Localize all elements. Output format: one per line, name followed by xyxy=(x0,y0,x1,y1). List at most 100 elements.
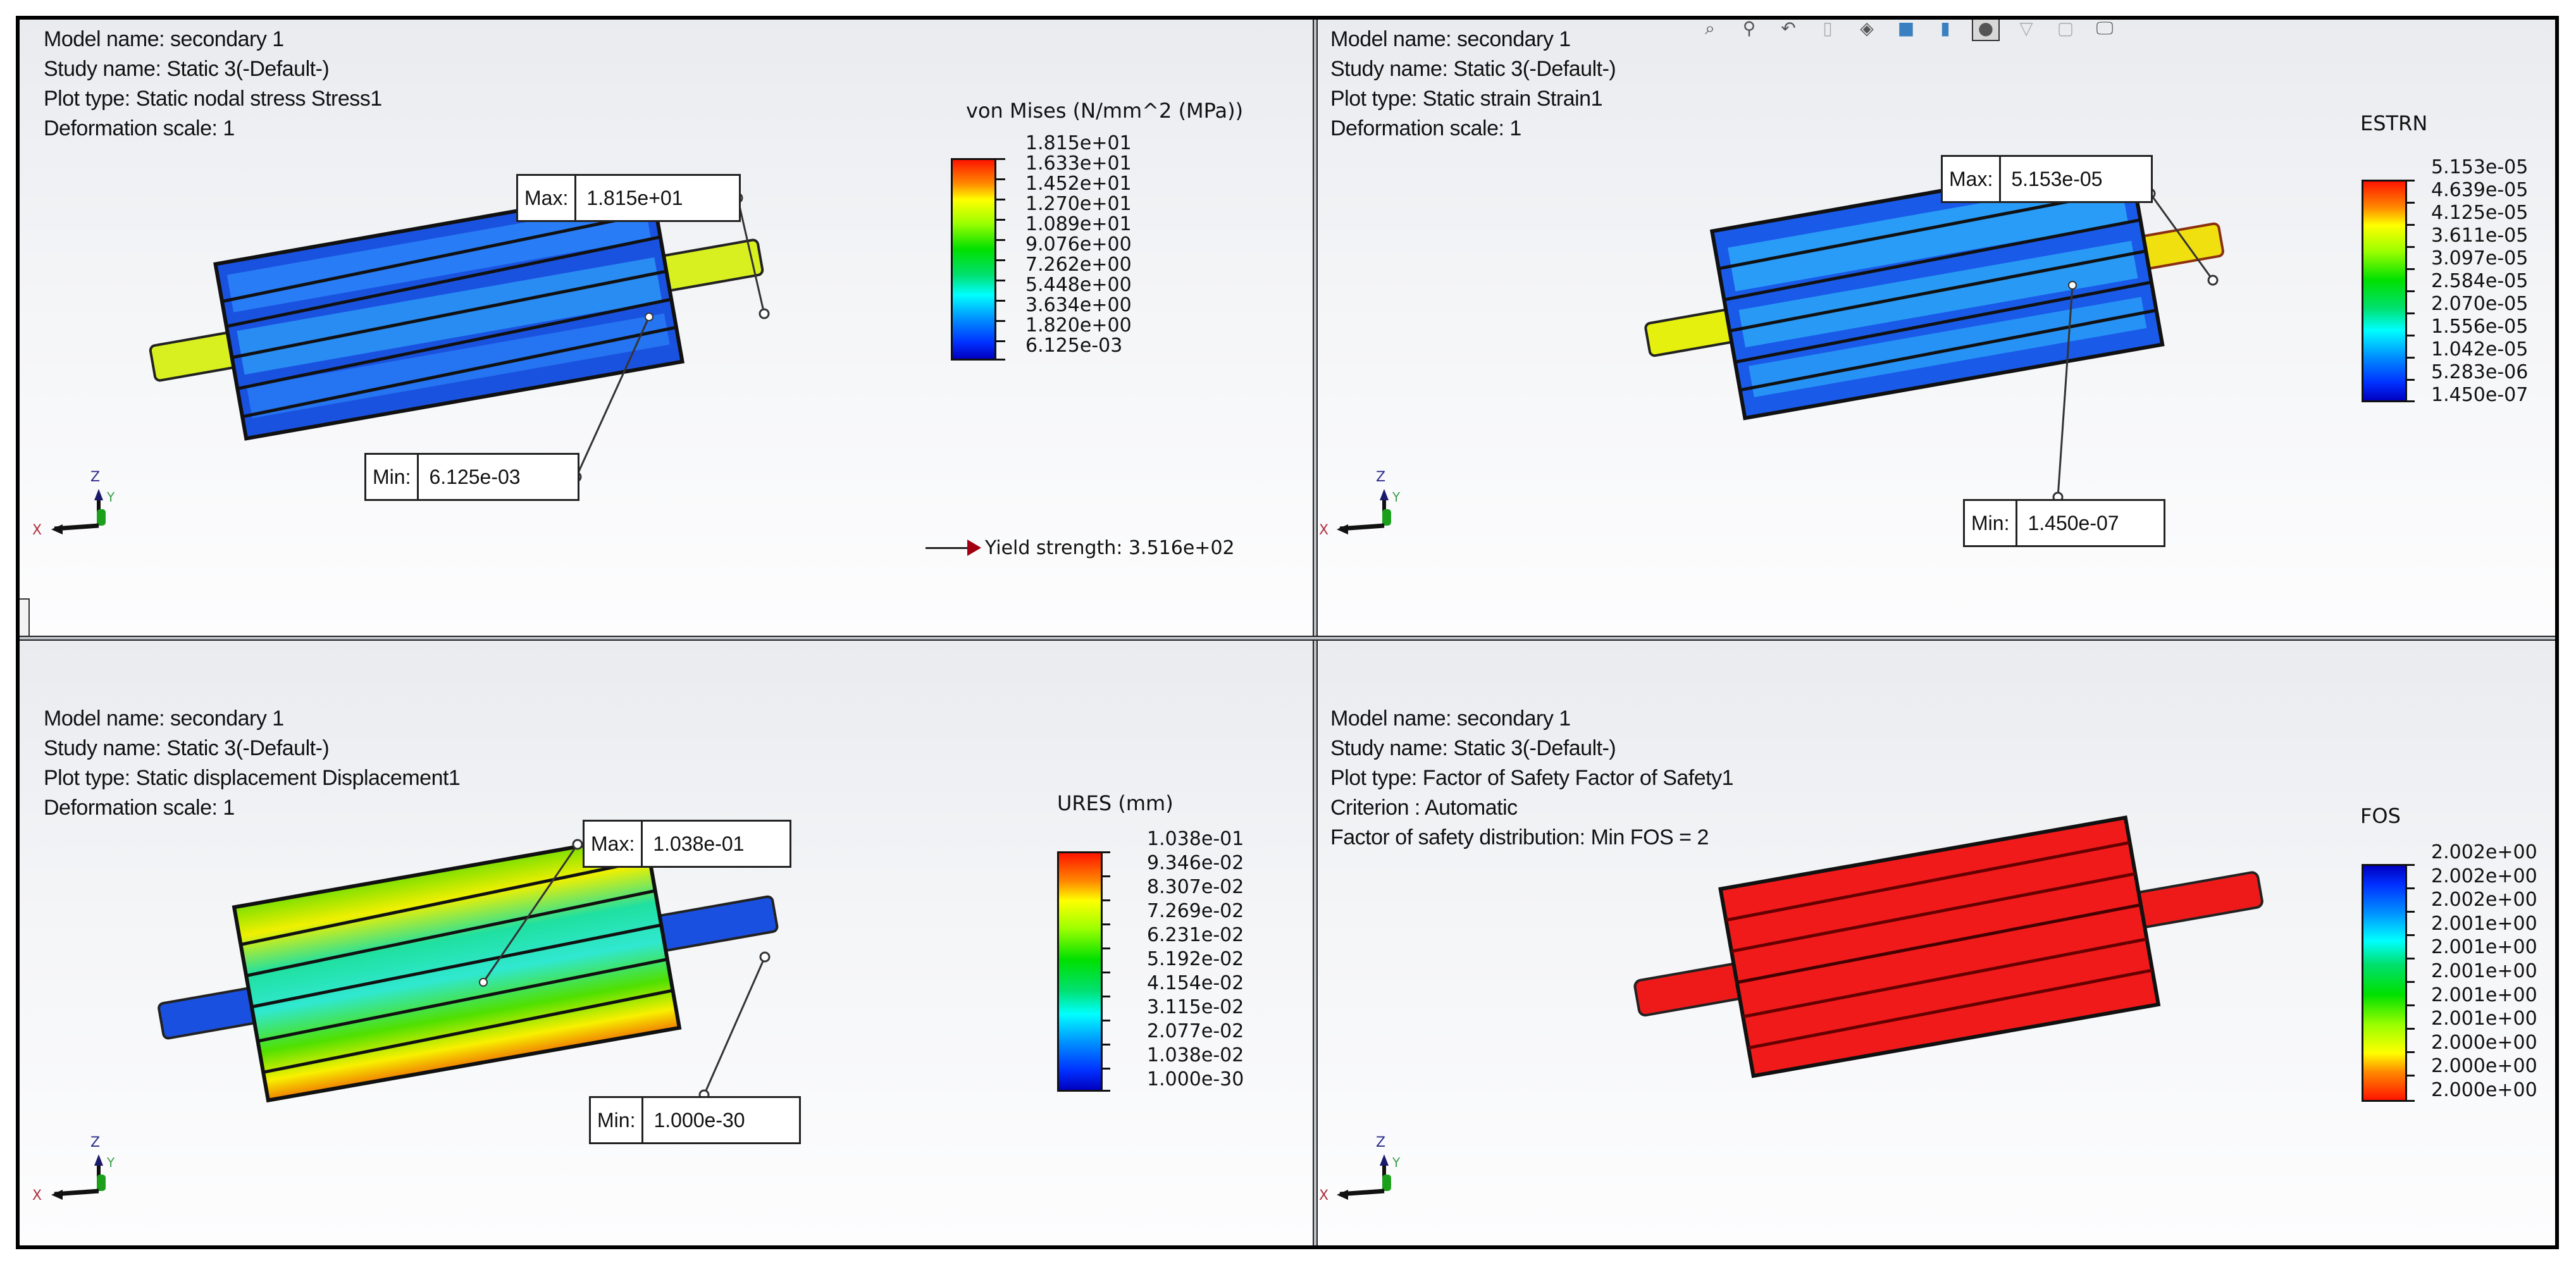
fos-model-render xyxy=(1633,815,2263,1078)
colorbar-ticks xyxy=(996,158,1005,361)
legend-title: URES (mm) xyxy=(1057,791,1173,815)
min-callout[interactable]: Min: 6.125e-03 xyxy=(364,453,579,501)
study-name: Study name: Static 3(-Default-) xyxy=(1330,57,1616,81)
model-name: Model name: secondary 1 xyxy=(1330,707,1571,731)
svg-text:X: X xyxy=(1319,1188,1328,1204)
viewport-stress[interactable]: Model name: secondary 1 Study name: Stat… xyxy=(20,20,1313,636)
legend-label: 1.815e+01 xyxy=(1025,132,1132,154)
viewport-displacement[interactable]: Model name: secondary 1 Study name: Stat… xyxy=(20,641,1313,1245)
legend-label: 2.001e+00 xyxy=(2431,960,2537,982)
colorbar xyxy=(2362,180,2407,402)
axis-triad-icon: Z Y X xyxy=(1319,469,1401,538)
model-name: Model name: secondary 1 xyxy=(44,707,284,731)
viewport-factor-of-safety[interactable]: Model name: secondary 1 Study name: Stat… xyxy=(1318,641,2555,1245)
max-value: 5.153e-05 xyxy=(2011,167,2103,190)
fos-distribution: Factor of safety distribution: Min FOS =… xyxy=(1330,825,1709,849)
plot-type: Plot type: Static nodal stress Stress1 xyxy=(44,87,382,111)
axis-triad[interactable]: Z Y X xyxy=(1318,456,1401,538)
previous-view-icon[interactable]: ↶ xyxy=(1781,20,1796,39)
legend-label: 6.231e-02 xyxy=(1147,924,1244,946)
scene-icon[interactable]: ▽ xyxy=(2019,20,2033,39)
strain-model-render xyxy=(1644,155,2224,503)
legend-label: 2.001e+00 xyxy=(2431,984,2537,1006)
legend-label: 2.001e+00 xyxy=(2431,912,2537,935)
legend-label: 9.346e-02 xyxy=(1147,852,1244,874)
study-name: Study name: Static 3(-Default-) xyxy=(44,57,330,81)
min-value: 1.450e-07 xyxy=(2028,511,2119,534)
legend-label: 9.076e+00 xyxy=(1025,233,1132,256)
view-orientation-icon[interactable]: ◈ xyxy=(1860,20,1874,39)
axis-triad[interactable]: Z Y X xyxy=(26,1121,115,1204)
model-name: Model name: secondary 1 xyxy=(1330,27,1571,51)
legend-label: 6.125e-03 xyxy=(1025,335,1123,357)
yield-arrow-icon xyxy=(926,540,981,556)
hide-show-icon[interactable]: ▮ xyxy=(1940,20,1950,39)
criterion: Criterion : Automatic xyxy=(1330,796,1518,820)
svg-text:Z: Z xyxy=(1376,1135,1385,1151)
max-value: 1.038e-01 xyxy=(653,832,745,855)
viewport-strain[interactable]: Model name: secondary 1 Study name: Stat… xyxy=(1318,20,2555,636)
legend-label: 1.270e+01 xyxy=(1025,193,1132,215)
plot-type: Plot type: Factor of Safety Factor of Sa… xyxy=(1330,766,1734,790)
yield-strength-text: Yield strength: 3.516e+02 xyxy=(985,537,1235,559)
legend-label: 5.192e-02 xyxy=(1147,948,1244,970)
legend-title: ESTRN xyxy=(2360,111,2428,135)
zoom-to-fit-icon[interactable]: ⌕ xyxy=(1705,20,1715,39)
viewport-horizontal-splitter[interactable] xyxy=(20,636,2555,641)
legend-label: 2.002e+00 xyxy=(2431,841,2537,863)
appearance-icon[interactable]: ● xyxy=(1972,20,2000,41)
monitor-icon[interactable]: 🖵 xyxy=(2096,20,2114,39)
max-callout[interactable]: Max: 5.153e-05 xyxy=(1941,155,2153,203)
deformation-scale: Deformation scale: 1 xyxy=(44,796,235,820)
legend-label: 2.000e+00 xyxy=(2431,1078,2537,1101)
legend-label: 5.283e-06 xyxy=(2431,361,2529,383)
axis-triad-icon: Z Y X xyxy=(32,1135,115,1204)
section-view-icon[interactable]: ▯ xyxy=(1823,20,1833,39)
max-label: Max: xyxy=(518,176,577,220)
legend-label: 3.097e-05 xyxy=(2431,247,2529,269)
axis-triad[interactable]: Z Y X xyxy=(1318,1121,1401,1204)
legend-labels: 1.038e-01 9.346e-02 8.307e-02 7.269e-02 … xyxy=(1147,827,1244,1092)
legend-label: 2.000e+00 xyxy=(2431,1055,2537,1078)
viewport-vertical-splitter[interactable] xyxy=(1313,20,1318,1245)
max-callout[interactable]: Max: 1.815e+01 xyxy=(516,174,741,222)
legend-label: 2.001e+00 xyxy=(2431,936,2537,959)
legend-label: 1.450e-07 xyxy=(2431,384,2529,406)
zoom-area-icon[interactable]: ⚲ xyxy=(1742,20,1756,39)
svg-text:Z: Z xyxy=(90,1135,100,1151)
colorbar-ticks xyxy=(2406,864,2415,1102)
yield-strength-indicator: Yield strength: 3.516e+02 xyxy=(926,537,1235,559)
axis-triad[interactable]: Z Y X xyxy=(26,456,115,538)
svg-text:X: X xyxy=(32,522,42,538)
legend-label: 4.125e-05 xyxy=(2431,202,2529,224)
displacement-model-render xyxy=(158,832,779,1103)
colorbar xyxy=(951,158,996,361)
min-label: Min: xyxy=(366,455,419,499)
legend-labels: 1.815e+01 1.633e+01 1.452e+01 1.270e+01 … xyxy=(1025,133,1132,356)
view-settings-icon[interactable]: ▢ xyxy=(2057,20,2074,39)
max-label: Max: xyxy=(585,822,643,866)
stress-model-render xyxy=(149,185,770,483)
legend-title: FOS xyxy=(2360,804,2401,828)
svg-text:Y: Y xyxy=(1392,1155,1401,1170)
legend-label: 1.633e+01 xyxy=(1025,152,1132,175)
min-label: Min: xyxy=(591,1098,644,1142)
min-callout[interactable]: Min: 1.450e-07 xyxy=(1963,499,2165,547)
legend-label: 5.448e+00 xyxy=(1025,274,1132,296)
display-style-icon[interactable]: ■ xyxy=(1897,20,1915,39)
deformation-scale: Deformation scale: 1 xyxy=(1330,116,1521,140)
colorbar-ticks xyxy=(1101,851,1110,1092)
max-callout[interactable]: Max: 1.038e-01 xyxy=(583,820,791,868)
results-viewport-frame: Model name: secondary 1 Study name: Stat… xyxy=(16,16,2559,1249)
side-panel-toggle[interactable] xyxy=(20,598,30,636)
min-callout[interactable]: Min: 1.000e-30 xyxy=(589,1096,801,1144)
legend-label: 2.002e+00 xyxy=(2431,889,2537,911)
plot-info: Model name: secondary 1 Study name: Stat… xyxy=(44,25,382,144)
legend-label: 2.001e+00 xyxy=(2431,1008,2537,1030)
colorbar xyxy=(1057,851,1103,1092)
min-value: 6.125e-03 xyxy=(429,465,521,488)
legend-label: 4.154e-02 xyxy=(1147,972,1244,994)
svg-text:Y: Y xyxy=(106,1155,115,1170)
min-value: 1.000e-30 xyxy=(653,1108,745,1132)
legend-labels: 2.002e+00 2.002e+00 2.002e+00 2.001e+00 … xyxy=(2431,841,2537,1102)
